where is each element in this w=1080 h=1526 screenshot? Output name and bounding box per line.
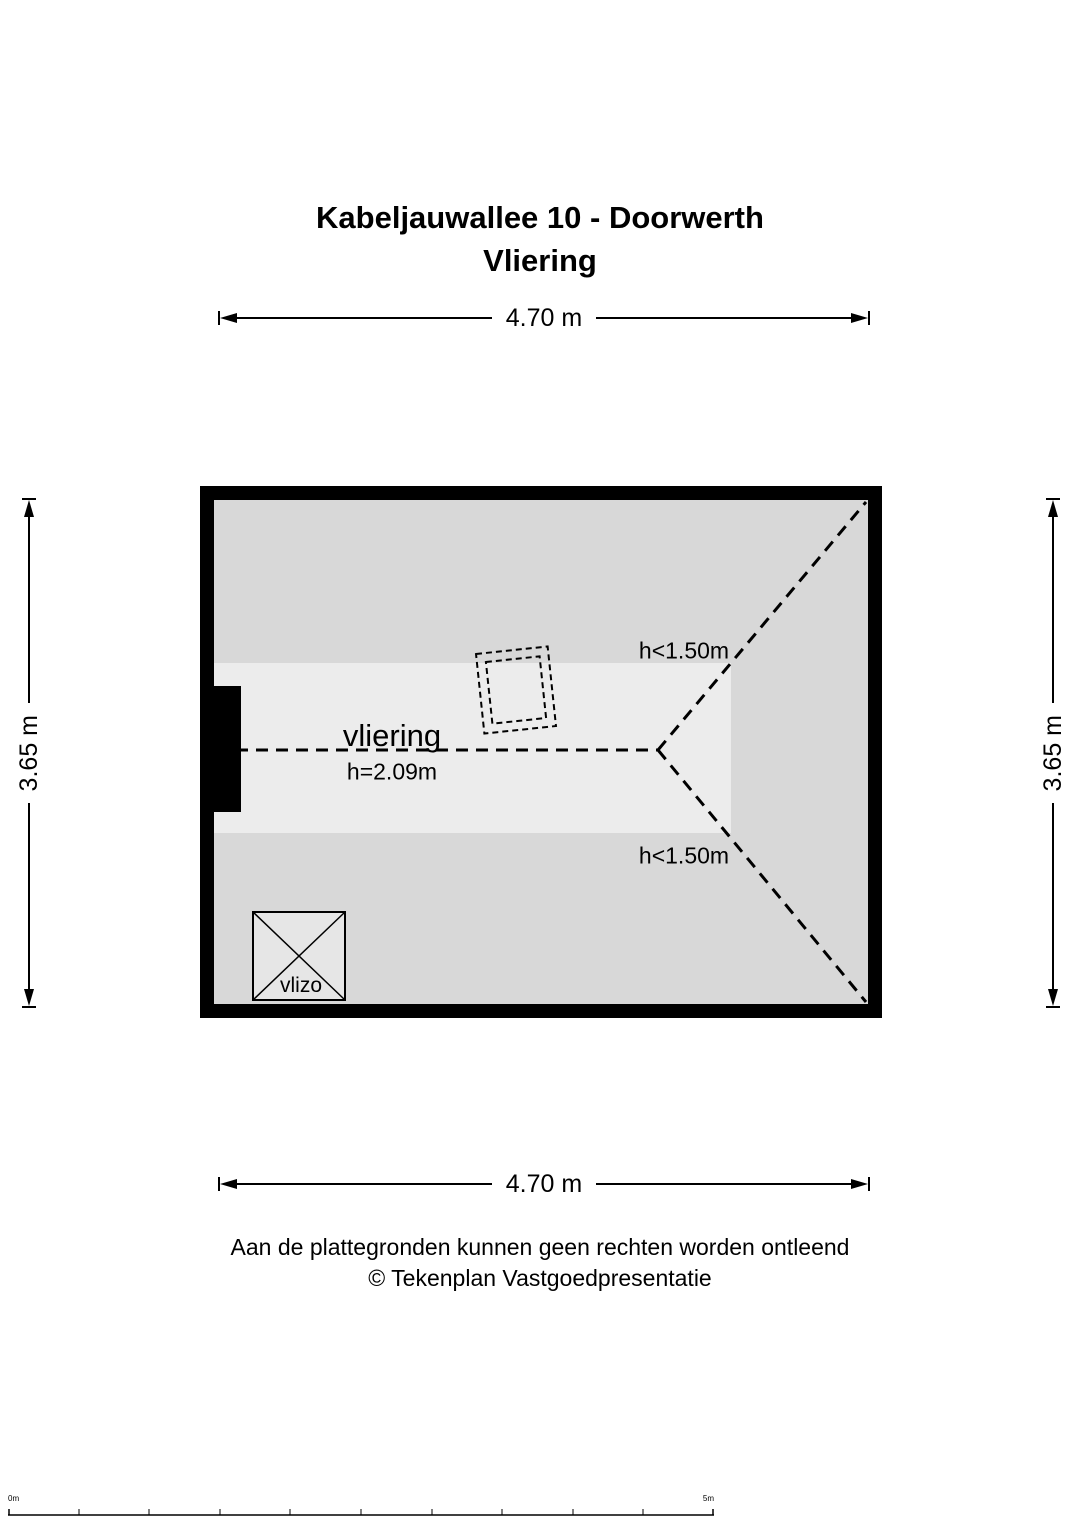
hatch-diagonal xyxy=(252,911,346,1001)
dimension-right: 3.65 m xyxy=(1038,498,1068,1008)
floorplan-interior: vliering h=2.09m h<1.50m h<1.50m vlizo xyxy=(214,500,868,1004)
room-name-label: vliering xyxy=(342,718,442,753)
disclaimer: Aan de plattegronden kunnen geen rechten… xyxy=(0,1232,1080,1294)
title-floor: Vliering xyxy=(483,243,597,279)
scale-bar-ruler xyxy=(8,1509,714,1516)
dimension-arrow-left-icon xyxy=(220,313,237,323)
roof-window-outer xyxy=(474,645,558,735)
dimension-arrow-left-icon xyxy=(220,1179,237,1189)
title-address: Kabeljauwallee 10 - Doorwerth xyxy=(316,200,764,235)
dimension-line xyxy=(237,317,492,319)
dimension-endcap xyxy=(1046,498,1060,500)
room-height-label: h=2.09m xyxy=(346,758,438,785)
dimension-arrow-right-icon xyxy=(851,313,868,323)
hip-line-lower xyxy=(656,749,868,1003)
dimension-endcap xyxy=(22,1006,36,1008)
dimension-left-label: 3.65 m xyxy=(14,714,43,792)
dimension-arrow-down-icon xyxy=(1048,989,1058,1006)
dimension-line xyxy=(237,1183,492,1185)
disclaimer-line1: Aan de plattegronden kunnen geen rechten… xyxy=(230,1234,850,1260)
dimension-line xyxy=(1052,803,1054,989)
loft-ladder-label: vlizo xyxy=(279,974,323,997)
roof-window xyxy=(474,645,558,735)
dimension-arrow-up-icon xyxy=(24,500,34,517)
low-height-label-lower: h<1.50m xyxy=(638,842,730,869)
roof-window-inner xyxy=(484,655,548,725)
dimension-line xyxy=(596,317,851,319)
dimension-line xyxy=(1052,517,1054,703)
floorplan-room: vliering h=2.09m h<1.50m h<1.50m vlizo xyxy=(200,486,882,1018)
scale-start-label: 0m xyxy=(8,1494,20,1503)
roof-lines-drawing xyxy=(236,501,868,1003)
dimension-endcap xyxy=(22,498,36,500)
loft-ladder-hatch xyxy=(252,911,346,1001)
dimension-arrow-down-icon xyxy=(24,989,34,1006)
disclaimer-line2: © Tekenplan Vastgoedpresentatie xyxy=(368,1265,712,1292)
dimension-endcap xyxy=(218,311,220,325)
full-height-zone xyxy=(214,663,731,833)
dimension-endcap xyxy=(868,1177,870,1191)
dimension-bottom: 4.70 m xyxy=(218,1169,870,1198)
scale-bar: 0m 5m xyxy=(8,1494,714,1516)
dimension-line xyxy=(28,517,30,703)
page-title: Kabeljauwallee 10 - Doorwerth Vliering xyxy=(0,196,1080,283)
low-height-label-upper: h<1.50m xyxy=(638,637,730,664)
dimension-endcap xyxy=(1046,1006,1060,1008)
dimension-arrow-up-icon xyxy=(1048,500,1058,517)
dimension-top: 4.70 m xyxy=(218,303,870,332)
hip-line-upper xyxy=(656,501,868,751)
dimension-bottom-label: 4.70 m xyxy=(505,1169,583,1198)
dimension-line xyxy=(596,1183,851,1185)
dimension-endcap xyxy=(218,1177,220,1191)
scale-end-label: 5m xyxy=(702,1494,714,1503)
dimension-arrow-right-icon xyxy=(851,1179,868,1189)
dimension-right-label: 3.65 m xyxy=(1038,714,1067,792)
dimension-left: 3.65 m xyxy=(14,498,44,1008)
dimension-endcap xyxy=(868,311,870,325)
dimension-line xyxy=(28,803,30,989)
dimension-top-label: 4.70 m xyxy=(505,303,583,332)
